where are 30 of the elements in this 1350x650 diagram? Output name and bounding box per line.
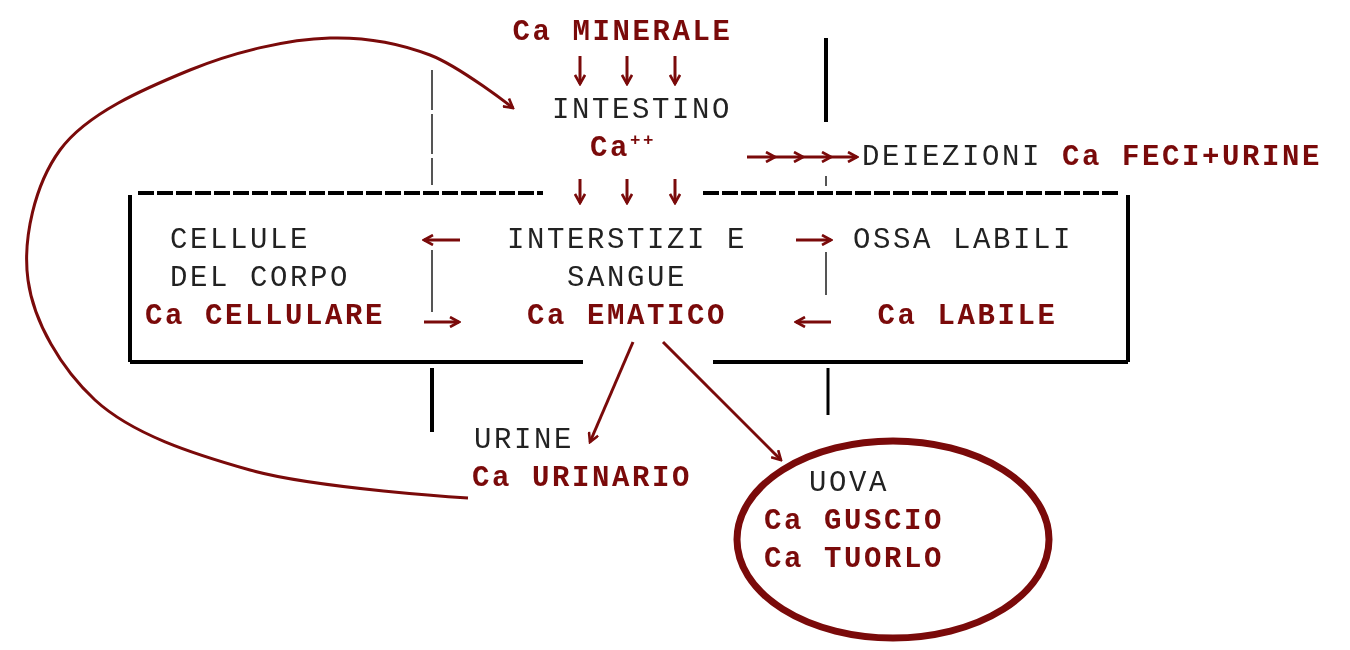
calcium-label: Ca LABILE bbox=[876, 299, 1059, 335]
flow-arrow bbox=[668, 179, 682, 205]
calcium-label: Ca FECI+URINE bbox=[1061, 140, 1323, 176]
calcium-label: Ca TUORLO bbox=[763, 542, 946, 578]
calcium-label: Ca EMATICO bbox=[526, 299, 728, 335]
calcium-label: Ca MINERALE bbox=[511, 15, 734, 51]
flow-arrow bbox=[661, 340, 783, 462]
flow-arrow bbox=[796, 233, 833, 247]
flow-arrow bbox=[794, 315, 831, 329]
compartment-label: CELLULE DEL CORPO bbox=[169, 223, 352, 297]
flow-arrow bbox=[25, 36, 515, 500]
compartment-label: URINE bbox=[473, 423, 575, 459]
compartment-label: UOVA bbox=[808, 466, 890, 502]
calcium-label: Ca CELLULARE bbox=[145, 299, 387, 335]
calcium-label: Ca GUSCIO bbox=[763, 504, 946, 540]
flow-arrow bbox=[573, 56, 587, 86]
flow-arrow bbox=[424, 315, 461, 329]
flow-arrow bbox=[668, 56, 682, 86]
compartment-label: DEIEZIONI bbox=[861, 140, 1043, 176]
flow-arrow bbox=[422, 233, 460, 247]
flow-arrow bbox=[747, 151, 859, 163]
flow-arrow bbox=[620, 179, 634, 205]
flow-arrow bbox=[587, 341, 635, 444]
calcium-label: Ca$^{++}$ bbox=[589, 130, 658, 167]
compartment-label: INTESTINO bbox=[551, 93, 734, 129]
flow-arrow bbox=[620, 56, 634, 86]
compartment-label: OSSA LABILI bbox=[852, 223, 1075, 259]
flow-arrow bbox=[573, 179, 587, 205]
calcium-label: Ca URINARIO bbox=[471, 461, 694, 497]
compartment-label: INTERSTIZI E SANGUE bbox=[505, 223, 748, 297]
